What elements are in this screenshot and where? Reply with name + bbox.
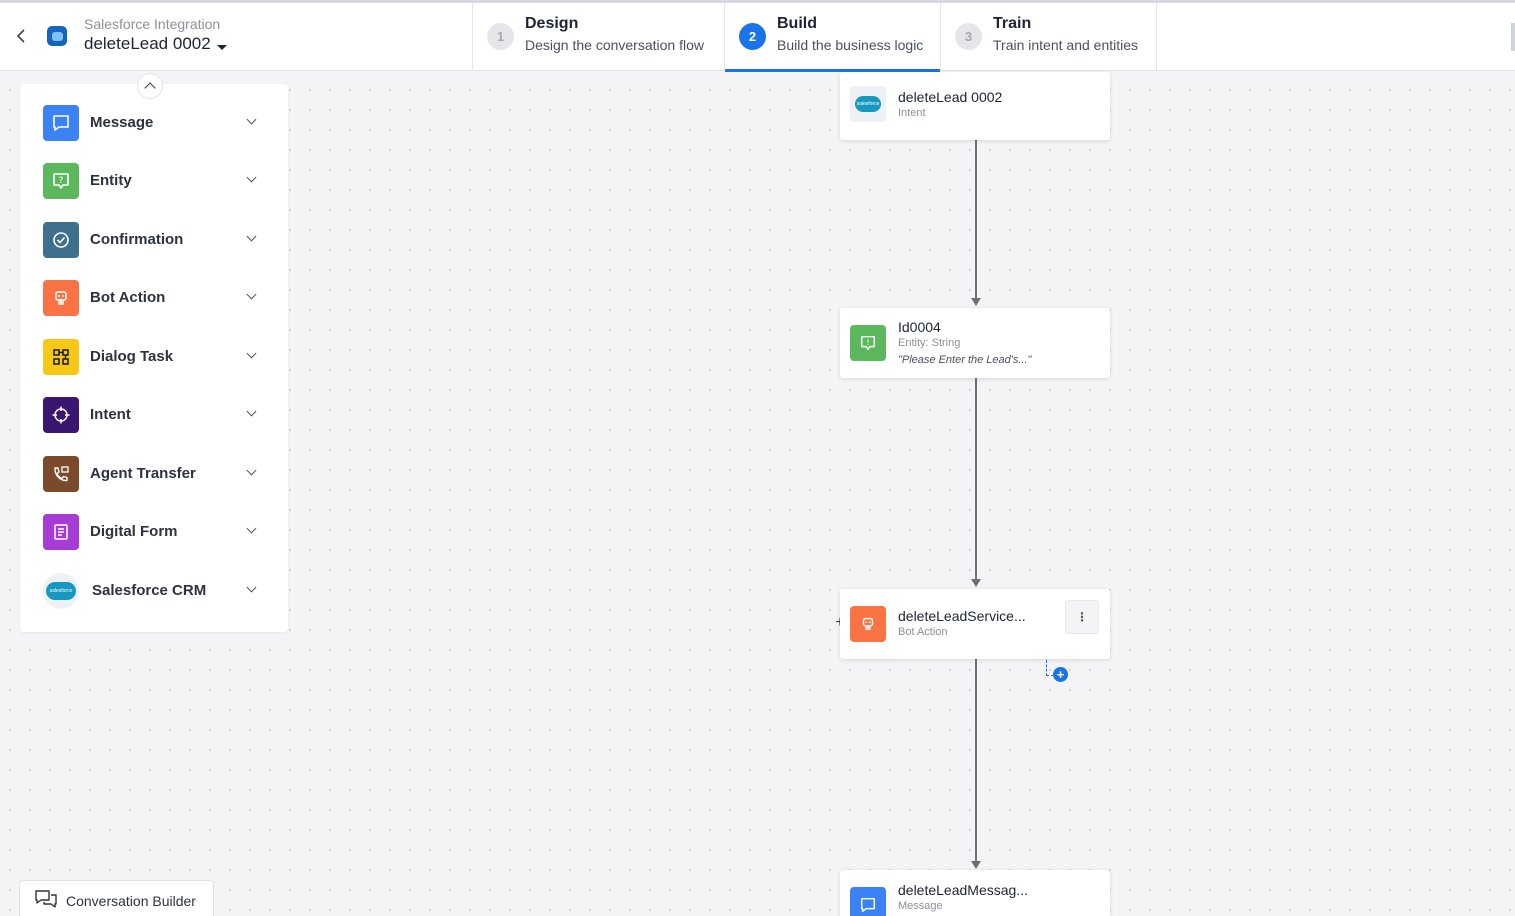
- bot-action-icon: [43, 280, 79, 316]
- salesforce-icon: salesforce: [43, 573, 79, 609]
- node-type: Message: [898, 900, 943, 912]
- step-title: Train: [993, 15, 1032, 32]
- palette-item-agent-transfer[interactable]: Agent Transfer: [20, 452, 288, 496]
- dialog-task-icon: [43, 339, 79, 375]
- agent-transfer-icon: [43, 456, 79, 492]
- palette-item-label: Digital Form: [90, 523, 178, 540]
- flow-connector: [975, 659, 977, 862]
- flow-arrow-icon: [971, 861, 981, 869]
- flow-node-intent[interactable]: salesforce deleteLead 0002 Intent: [840, 72, 1110, 140]
- entity-icon: ?: [43, 163, 79, 199]
- palette-item-label: Salesforce CRM: [92, 582, 207, 599]
- confirmation-icon: [43, 222, 79, 258]
- step-design[interactable]: 1 Design Design the conversation flow: [472, 3, 724, 71]
- palette-item-salesforce-crm[interactable]: salesforce Salesforce CRM: [20, 569, 288, 613]
- chevron-down-icon[interactable]: [246, 289, 257, 300]
- entity-icon: !: [850, 325, 886, 361]
- task-name: deleteLead 0002: [84, 34, 211, 53]
- node-type: Bot Action: [898, 626, 948, 638]
- digital-form-icon: [43, 514, 79, 550]
- palette-item-label: Agent Transfer: [90, 465, 196, 482]
- active-step-indicator: [725, 69, 940, 72]
- palette-item-label: Confirmation: [90, 231, 184, 248]
- salesforce-icon: salesforce: [850, 86, 886, 122]
- conversation-builder-button[interactable]: Conversation Builder: [19, 880, 214, 916]
- flow-node-message[interactable]: deleteLeadMessag... Message: [840, 870, 1110, 916]
- chevron-down-icon[interactable]: [246, 114, 257, 125]
- caret-down-icon: [216, 44, 227, 50]
- palette-item-message[interactable]: Message: [20, 101, 288, 145]
- node-title: Id0004: [898, 319, 941, 335]
- step-number: 1: [487, 23, 514, 50]
- flow-node-entity[interactable]: ! Id0004 Entity: String "Please Enter th…: [840, 308, 1110, 378]
- flow-connector: [975, 140, 977, 300]
- chevron-down-icon[interactable]: [246, 348, 257, 359]
- palette-item-digital-form[interactable]: Digital Form: [20, 510, 288, 554]
- task-selector[interactable]: deleteLead 0002: [84, 34, 227, 54]
- chevron-down-icon[interactable]: [246, 231, 257, 242]
- palette-item-confirmation[interactable]: Confirmation: [20, 218, 288, 262]
- bot-action-icon: [850, 606, 886, 642]
- node-type: Entity: String: [898, 337, 961, 349]
- palette-item-entity[interactable]: ? Entity: [20, 159, 288, 203]
- header-edge-divider: [1511, 23, 1515, 51]
- step-build[interactable]: 2 Build Build the business logic: [724, 3, 940, 72]
- chevron-down-icon[interactable]: [246, 172, 257, 183]
- back-arrow-icon[interactable]: [12, 25, 30, 47]
- step-title: Design: [525, 15, 579, 32]
- collapse-palette-button[interactable]: [137, 73, 163, 99]
- branch-connector: [1046, 660, 1047, 676]
- step-subtitle: Train intent and entities: [993, 37, 1139, 53]
- node-type: Intent: [898, 107, 926, 119]
- step-title: Build: [777, 15, 817, 32]
- node-title: deleteLead 0002: [898, 89, 1003, 105]
- palette-item-label: Bot Action: [90, 289, 166, 306]
- palette-item-intent[interactable]: Intent: [20, 393, 288, 437]
- palette-item-label: Dialog Task: [90, 348, 174, 365]
- node-title: deleteLeadMessag...: [898, 882, 1028, 898]
- flow-arrow-icon: [971, 579, 981, 587]
- chevron-up-icon: [144, 82, 156, 94]
- message-icon: [43, 105, 79, 141]
- branch-connector: [1046, 675, 1054, 676]
- message-icon: [850, 887, 886, 916]
- step-number: 2: [739, 23, 766, 50]
- add-node-plus-icon[interactable]: +: [1053, 667, 1068, 682]
- header-bar: Salesforce Integration deleteLead 0002 1…: [0, 3, 1515, 72]
- chevron-down-icon[interactable]: [246, 523, 257, 534]
- palette-item-dialog-task[interactable]: Dialog Task: [20, 335, 288, 379]
- intent-icon: [43, 397, 79, 433]
- flow-connector: [975, 378, 977, 580]
- step-train[interactable]: 3 Train Train intent and entities: [940, 3, 1157, 71]
- chat-bubbles-icon: [34, 889, 58, 909]
- palette-item-bot-action[interactable]: Bot Action: [20, 276, 288, 320]
- chevron-down-icon[interactable]: [246, 582, 257, 593]
- top-border: [0, 0, 1515, 3]
- flow-arrow-icon: [971, 298, 981, 306]
- chevron-down-icon[interactable]: [246, 406, 257, 417]
- conversation-builder-label: Conversation Builder: [66, 893, 196, 909]
- bot-logo-icon: [47, 26, 67, 46]
- step-subtitle: Build the business logic: [777, 37, 924, 53]
- project-name: Salesforce Integration: [84, 16, 221, 32]
- svg-text:?: ?: [59, 176, 64, 186]
- palette-item-label: Entity: [90, 172, 132, 189]
- more-options-icon[interactable]: ⋮: [1065, 600, 1099, 634]
- svg-text:!: !: [866, 337, 869, 347]
- palette-item-label: Intent: [90, 406, 131, 423]
- step-subtitle: Design the conversation flow: [525, 37, 704, 53]
- chevron-down-icon[interactable]: [246, 465, 257, 476]
- node-palette: Message ? Entity Confirmation Bot Action…: [20, 84, 288, 632]
- node-title: deleteLeadService...: [898, 608, 1026, 624]
- flow-node-bot-action[interactable]: deleteLeadService... Bot Action ⋮: [840, 589, 1110, 659]
- palette-item-label: Message: [90, 114, 154, 131]
- step-number: 3: [955, 23, 982, 50]
- node-prompt: "Please Enter the Lead's...": [898, 354, 1032, 366]
